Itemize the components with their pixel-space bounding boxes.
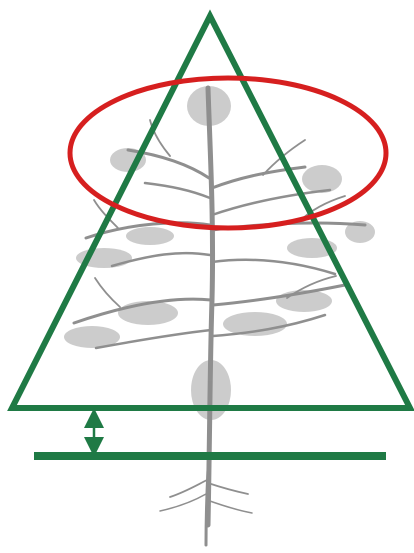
foliage-low-right-cluster-2 <box>223 312 287 336</box>
foliage-mid-right-cluster-2 <box>345 221 375 243</box>
foliage-top-right-cluster <box>302 165 342 193</box>
foliage-mid-left-cluster-2 <box>126 227 174 245</box>
foliage-top-cluster <box>187 86 231 126</box>
foliage-low-right-cluster-1 <box>276 290 332 312</box>
foliage-low-left-cluster-1 <box>64 326 120 348</box>
foliage-low-left-cluster-2 <box>118 301 178 325</box>
